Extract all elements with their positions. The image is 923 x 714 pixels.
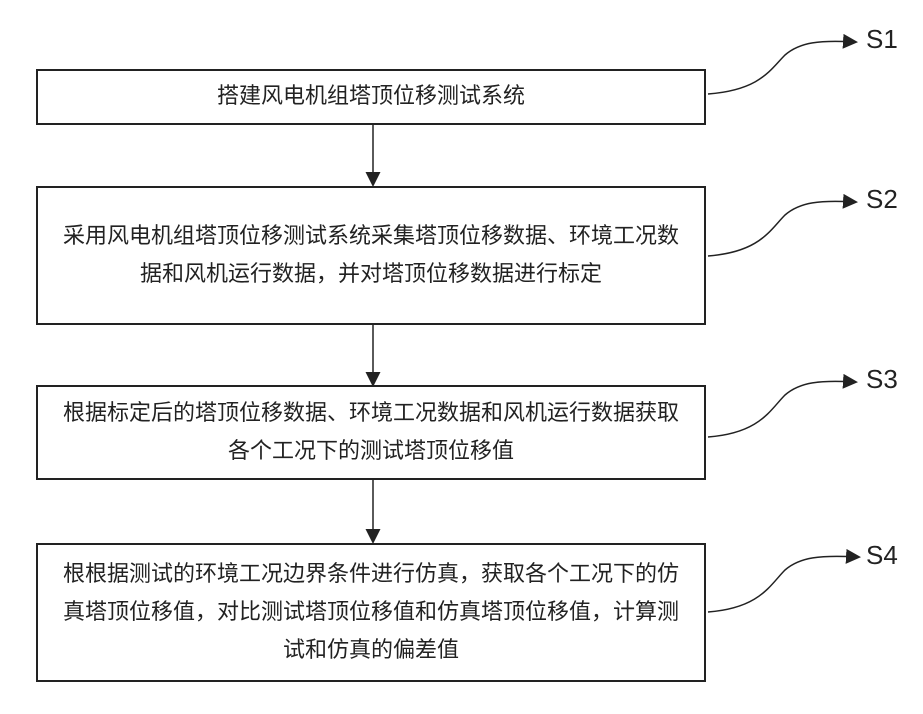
step-box-s2: 采用风电机组塔顶位移测试系统采集塔顶位移数据、环境工况数据和风机运行数据，并对塔… <box>36 186 706 325</box>
leader-s2 <box>708 201 855 256</box>
step-text: 搭建风电机组塔顶位移测试系统 <box>217 78 525 116</box>
step-label-s1: S1 <box>866 24 898 55</box>
step-label-s2: S2 <box>866 184 898 215</box>
step-box-s4: 根根据测试的环境工况边界条件进行仿真，获取各个工况下的仿真塔顶位移值，对比测试塔… <box>36 543 706 682</box>
step-text: 根据标定后的塔顶位移数据、环境工况数据和风机运行数据获取各个工况下的测试塔顶位移… <box>62 395 680 471</box>
leader-s1 <box>708 41 855 94</box>
step-label-s4: S4 <box>866 540 898 571</box>
step-label-s3: S3 <box>866 364 898 395</box>
leader-s4 <box>708 556 858 612</box>
step-text: 根根据测试的环境工况边界条件进行仿真，获取各个工况下的仿真塔顶位移值，对比测试塔… <box>62 556 680 670</box>
step-text: 采用风电机组塔顶位移测试系统采集塔顶位移数据、环境工况数据和风机运行数据，并对塔… <box>62 218 680 294</box>
step-box-s1: 搭建风电机组塔顶位移测试系统 <box>36 69 706 125</box>
step-box-s3: 根据标定后的塔顶位移数据、环境工况数据和风机运行数据获取各个工况下的测试塔顶位移… <box>36 385 706 480</box>
leader-s3 <box>708 381 855 437</box>
